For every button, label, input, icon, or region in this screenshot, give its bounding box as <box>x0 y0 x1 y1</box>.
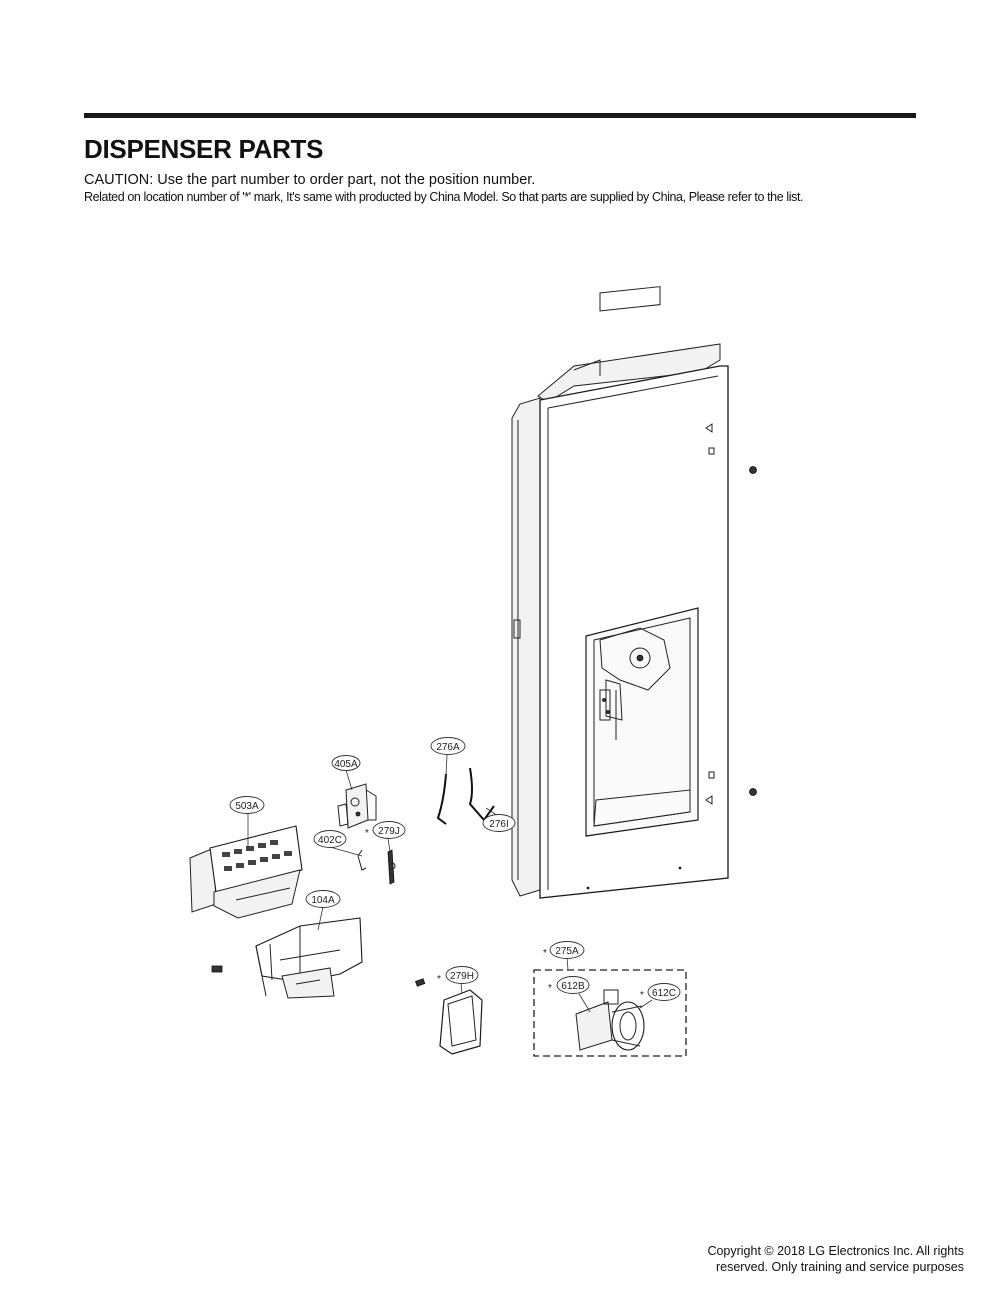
copyright-notice: Copyright © 2018 LG Electronics Inc. All… <box>707 1243 964 1275</box>
copyright-line-2: reserved. Only training and service purp… <box>715 1260 964 1274</box>
control-panel-part <box>189 825 303 919</box>
china-mark-star: * <box>437 974 441 985</box>
callout-label: 503A <box>235 801 259 812</box>
callout-label: 402C <box>318 835 342 846</box>
callout-503A: 503A <box>229 796 265 814</box>
callout-label: 612C <box>652 988 676 999</box>
callout-label: 612B <box>561 981 585 992</box>
callout-612C: * 612C <box>640 983 681 1001</box>
callout-label: 279J <box>378 826 400 837</box>
callout-276I: 276I <box>482 814 516 832</box>
callout-104A: 104A <box>305 890 341 908</box>
callout-label: 276I <box>489 819 508 830</box>
callout-label: 104A <box>311 895 335 906</box>
callout-279H: * 279H <box>437 966 479 985</box>
callout-276A: 276A <box>430 737 466 755</box>
callout-612B: * 612B <box>548 976 590 994</box>
header-rule <box>84 113 916 118</box>
callout-275A: * 275A <box>543 941 585 959</box>
callout-label: 405A <box>334 759 358 770</box>
callout-402C: 402C <box>313 830 347 848</box>
caution-text: CAUTION: Use the part number to order pa… <box>84 172 536 188</box>
leader-lines <box>247 754 653 1013</box>
copyright-line-1: Copyright © 2018 LG Electronics Inc. All… <box>707 1244 964 1258</box>
china-mark-star: * <box>543 948 547 959</box>
callout-279J: * 279J <box>365 821 406 839</box>
kit-box <box>533 969 687 1057</box>
china-mark-star: * <box>365 828 369 839</box>
door-assembly <box>511 286 757 899</box>
callout-label: 276A <box>436 742 460 753</box>
china-mark-star: * <box>640 990 644 1001</box>
spring-parts <box>436 767 495 825</box>
callout-405A: 405A <box>331 755 361 771</box>
callout-label: 279H <box>450 971 474 982</box>
switch-parts <box>337 783 396 885</box>
china-mark-star: * <box>548 983 552 994</box>
housing-part <box>211 917 363 999</box>
cover-part <box>415 978 483 1055</box>
related-note: Related on location number of '*' mark, … <box>84 190 804 204</box>
callout-label: 275A <box>555 946 579 957</box>
page-title: DISPENSER PARTS <box>84 134 324 164</box>
